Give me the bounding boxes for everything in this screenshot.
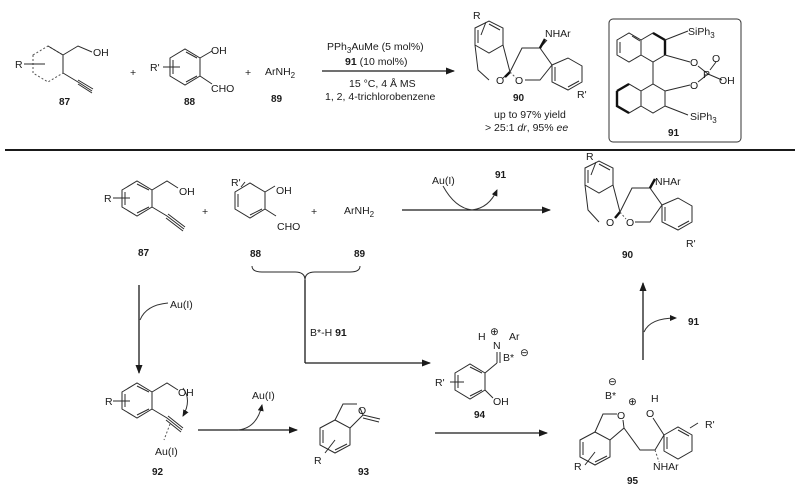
positive-charge: ⊕ (490, 326, 499, 338)
compound-label-93: 93 (358, 467, 370, 478)
hydroxyl-o: O (646, 408, 654, 420)
compound-89-top: ArNH2 89 (265, 66, 296, 105)
plus-sign: + (245, 67, 251, 79)
brace (251, 265, 361, 281)
oxygen-label: O (690, 57, 698, 69)
curved-arrow (139, 302, 169, 321)
oxygen-label: O (712, 53, 720, 65)
compound-label-90: 90 (513, 93, 525, 104)
plus-sign: + (311, 206, 317, 218)
substituent-r: R (586, 151, 594, 163)
catalyst-91-out: 91 (688, 317, 700, 328)
oxonium-o: O (617, 410, 625, 422)
amine-nhar: NHAr (545, 28, 571, 40)
counterion-base: B* (503, 352, 514, 364)
hydroxyl-h: H (651, 393, 659, 405)
compound-label-89: 89 (271, 94, 283, 105)
compound-88-top: R' OH CHO 88 (150, 45, 234, 108)
catalyst-91-box: SiPh3 O O P OH O SiPh3 91 (608, 18, 742, 143)
au-catalyst-in: Au(I) (170, 299, 193, 311)
catalyst-condition: PPh3AuMe (5 mol%) (327, 41, 424, 55)
negative-charge: ⊖ (608, 376, 617, 388)
compound-label-89: 89 (354, 249, 366, 260)
gold-coordination: Au(I) (155, 446, 178, 458)
substituent-r: R (314, 455, 322, 467)
group-oh: OH (179, 186, 195, 198)
au-catalyst-out: Au(I) (252, 390, 275, 402)
compound-label-95: 95 (627, 476, 639, 487)
compound-label-90: 90 (622, 250, 634, 261)
substituent-r-prime: R' (231, 177, 241, 189)
compound-label-87: 87 (138, 248, 150, 259)
negative-charge: ⊖ (520, 347, 529, 359)
amine-formula: ArNH2 (344, 205, 375, 219)
intermediate-95: B* ⊖ O ⊕ O H R R' NHAr 95 (574, 376, 715, 487)
substituent-r: R (105, 396, 113, 408)
amine-formula: ArNH2 (265, 66, 296, 80)
substituent-r: R (104, 193, 112, 205)
counterion-base: B* (605, 390, 616, 402)
plus-sign: + (130, 67, 136, 79)
substituent-r-prime: R' (705, 419, 715, 431)
curved-arrow (442, 185, 498, 211)
group-oh: OH (276, 185, 292, 197)
compound-label-87: 87 (59, 97, 71, 108)
curved-arrow (237, 404, 264, 431)
substituent-r: R (574, 461, 582, 473)
selectivity-text: > 25:1 dr, 95% ee (485, 122, 568, 134)
compound-label-88: 88 (250, 249, 262, 260)
amine-nhar: NHAr (655, 176, 681, 188)
substituent-r: R (473, 10, 481, 22)
group-cho: CHO (277, 221, 300, 233)
substituent-r-prime: R' (150, 62, 160, 74)
hydroxyl-label: OH (719, 75, 735, 87)
substituent-r: R (15, 59, 23, 71)
yield-text: up to 97% yield (494, 109, 566, 121)
compound-87-mechanism: R OH 87 (104, 180, 195, 259)
oxygen-label: O (690, 80, 698, 92)
group-oh: OH (211, 45, 227, 57)
compound-87-top: R OH 87 (15, 45, 109, 108)
compound-label-88: 88 (184, 97, 196, 108)
oxygen-label: O (606, 217, 614, 229)
iminium-n: N (493, 340, 501, 352)
iminium-ar: Ar (509, 331, 520, 343)
compound-88-mechanism: R' OH CHO 88 (231, 177, 300, 260)
group-oh: OH (93, 47, 109, 59)
iminium-h: H (478, 331, 486, 343)
substituent-r-prime: R' (435, 377, 445, 389)
positive-charge: ⊕ (628, 396, 637, 408)
plus-sign: + (202, 206, 208, 218)
catalyst-91-out: 91 (495, 170, 507, 181)
group-oh: OH (493, 396, 509, 408)
substituent-r-prime: R' (686, 238, 696, 250)
silyl-top: SiPh3 (688, 26, 715, 40)
compound-label-91: 91 (668, 128, 680, 139)
oxygen-label: O (515, 75, 523, 87)
amine-nhar: NHAr (653, 461, 679, 473)
compound-90-mechanism: R NHAr O O R' 90 (584, 151, 696, 261)
substituent-r-prime: R' (577, 89, 587, 101)
compound-label-94: 94 (474, 410, 486, 421)
au-catalyst-in: Au(I) (432, 175, 455, 187)
cocatalyst-condition: 91 (10 mol%) (345, 56, 407, 68)
intermediate-94: H N Ar ⊕ B* ⊖ R' OH 94 (435, 326, 529, 421)
intermediate-92: R OH Au(I) 92 (105, 382, 194, 478)
oxygen-label: O (358, 405, 366, 417)
group-cho: CHO (211, 83, 234, 95)
group-oh: OH (178, 387, 194, 399)
silyl-bottom: SiPh3 (690, 111, 717, 125)
intermediate-93: O R 93 (314, 403, 381, 478)
oxygen-label: O (626, 217, 634, 229)
temperature-condition: 15 °C, 4 Å MS (349, 77, 416, 90)
compound-label-92: 92 (152, 467, 164, 478)
curved-arrow (643, 315, 677, 333)
compound-90-top: R NHAr O O R' 90 (473, 10, 587, 104)
oxygen-label: O (496, 75, 504, 87)
solvent-condition: 1, 2, 4-trichlorobenzene (325, 91, 435, 103)
phosphorus-label: P (703, 69, 710, 81)
compound-89-mechanism: ArNH2 89 (344, 205, 375, 260)
acid-label: B*-H 91 (310, 327, 347, 339)
